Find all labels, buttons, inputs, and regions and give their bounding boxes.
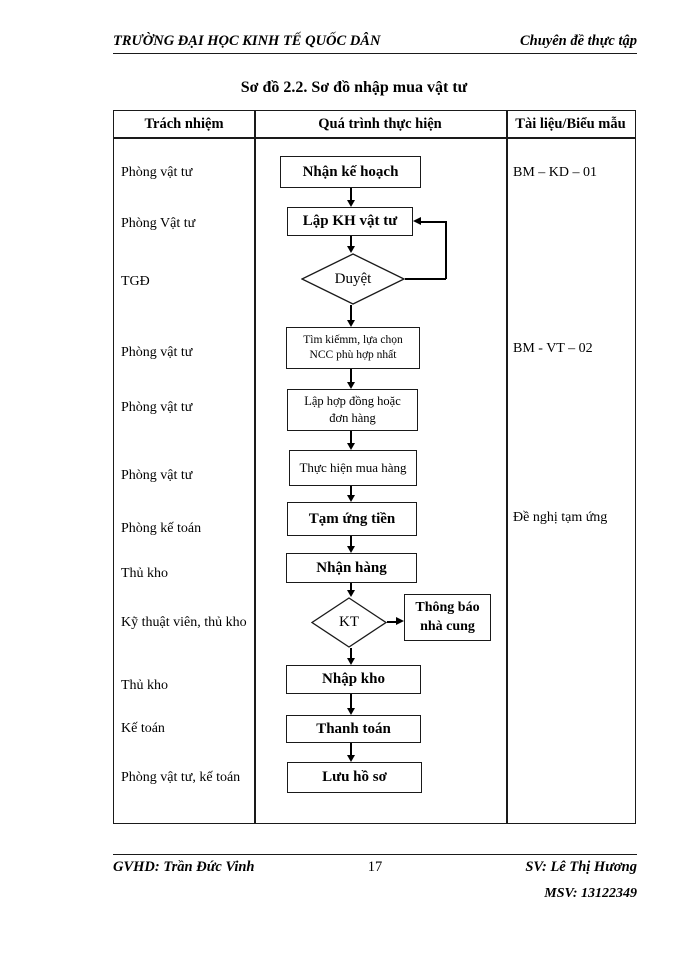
line-1: Thông báo — [415, 600, 480, 616]
responsibility-label: Thủ kho — [121, 678, 169, 693]
responsibility-label: Phòng Vật tư — [121, 216, 196, 231]
document-label: Đề nghị tạm ứng — [513, 510, 608, 525]
responsibility-label: Kế toán — [121, 721, 165, 736]
responsibility-label: Phòng vật tư — [121, 165, 193, 180]
responsibility-label: Phòng vật tư — [121, 400, 193, 415]
flow-arrow-down — [346, 486, 355, 502]
decision-diamond-kt: KT — [311, 597, 387, 648]
loop-line — [405, 278, 446, 280]
column-header-responsibility: Trách nhiệm — [144, 116, 224, 132]
decision-label: KT — [339, 614, 359, 630]
process-box-text: Lập hợp đồng hoặc đơn hàng — [304, 393, 401, 427]
responsibility-label: Phòng vật tư — [121, 468, 193, 483]
page-header: TRƯỜNG ĐẠI HỌC KINH TẾ QUỐC DÂN Chuyên đ… — [113, 33, 637, 54]
process-box-nhap-kho: Nhập kho — [286, 665, 421, 694]
page-number: 17 — [367, 859, 383, 875]
footer-sv: SV: Lê Thị Hương — [525, 859, 637, 875]
process-box-thanh-toan: Thanh toán — [286, 715, 421, 743]
loop-line — [445, 221, 447, 279]
decision-diamond-duyet: Duyệt — [301, 253, 405, 305]
header-report-type: Chuyên đề thực tập — [519, 33, 637, 49]
responsibility-label: Phòng kế toán — [121, 521, 202, 536]
diagram-title: Sơ đồ 2.2. Sơ đồ nhập mua vật tư — [240, 79, 468, 96]
process-box-thuc-hien-mua-hang: Thực hiện mua hàng — [289, 450, 417, 486]
column-divider — [506, 111, 508, 823]
column-header-documents: Tài liệu/Biểu mẫu — [515, 116, 626, 132]
flow-arrow-down — [346, 583, 355, 597]
page-footer: 17 GVHD: Trần Đức Vinh SV: Lê Thị Hương — [113, 854, 637, 875]
responsibility-label: Phòng vật tư — [121, 345, 193, 360]
footer-gvhd: GVHD: Trần Đức Vinh — [113, 859, 255, 875]
diamond-shape — [301, 253, 405, 305]
responsibility-label: Kỹ thuật viên, thủ kho — [121, 615, 247, 630]
flow-arrow-down — [346, 694, 355, 715]
branch-arrowhead-right — [396, 617, 404, 625]
flow-arrow-down — [346, 743, 355, 762]
header-school-name: TRƯỜNG ĐẠI HỌC KINH TẾ QUỐC DÂN — [113, 33, 381, 49]
footer-msv: MSV: 13122349 — [544, 886, 637, 901]
flow-arrow-down — [346, 648, 355, 665]
responsibility-label: TGĐ — [121, 274, 150, 289]
line-2: NCC phù hợp nhất — [309, 349, 397, 361]
line-1: Tìm kiếmm, lựa chọn — [303, 334, 403, 347]
responsibility-label: Phòng vật tư, kế toán — [121, 770, 241, 785]
column-header-process: Quá trình thực hiện — [318, 116, 442, 132]
process-box-nhan-ke-hoach: Nhận kế hoạch — [280, 156, 421, 188]
process-box-text: Tìm kiếmm, lựa chọn NCC phù hợp nhất — [303, 333, 403, 363]
diamond-shape — [311, 597, 387, 648]
line-2: nhà cung — [420, 618, 475, 634]
process-box-lap-hop-dong: Lập hợp đồng hoặc đơn hàng — [287, 389, 418, 431]
line-1: Lập hợp đồng hoặc — [304, 394, 401, 409]
branch-line — [387, 621, 396, 623]
header-row-divider — [114, 137, 635, 139]
loop-line — [421, 221, 446, 223]
process-box-luu-ho-so: Lưu hồ sơ — [287, 762, 422, 793]
decision-label: Duyệt — [334, 270, 372, 287]
column-divider — [254, 111, 256, 823]
process-box-thong-bao-nha-cung: Thông báo nhà cung — [404, 594, 491, 641]
document-label: BM - VT – 02 — [513, 341, 593, 356]
responsibility-label: Thủ kho — [121, 566, 169, 581]
loop-arrowhead-left — [413, 217, 421, 225]
document-label: BM – KD – 01 — [513, 165, 598, 180]
process-box-nhan-hang: Nhận hàng — [286, 553, 417, 583]
process-box-tim-kiem-ncc: Tìm kiếmm, lựa chọn NCC phù hợp nhất — [286, 327, 420, 369]
flow-arrow-down — [346, 431, 355, 450]
flow-arrow-down — [346, 305, 355, 327]
flow-arrow-down — [346, 369, 355, 389]
flow-arrow-down — [346, 536, 355, 553]
flow-arrow-down — [346, 236, 355, 253]
process-box-text: Thông báo nhà cung — [415, 599, 479, 635]
flow-table: Trách nhiệm Quá trình thực hiện Tài liệu… — [113, 110, 636, 824]
flow-arrow-down — [346, 188, 355, 207]
process-box-tam-ung-tien: Tạm ứng tiền — [287, 502, 417, 536]
line-2: đơn hàng — [329, 411, 376, 425]
process-box-lap-kh-vat-tu: Lập KH vật tư — [287, 207, 413, 236]
